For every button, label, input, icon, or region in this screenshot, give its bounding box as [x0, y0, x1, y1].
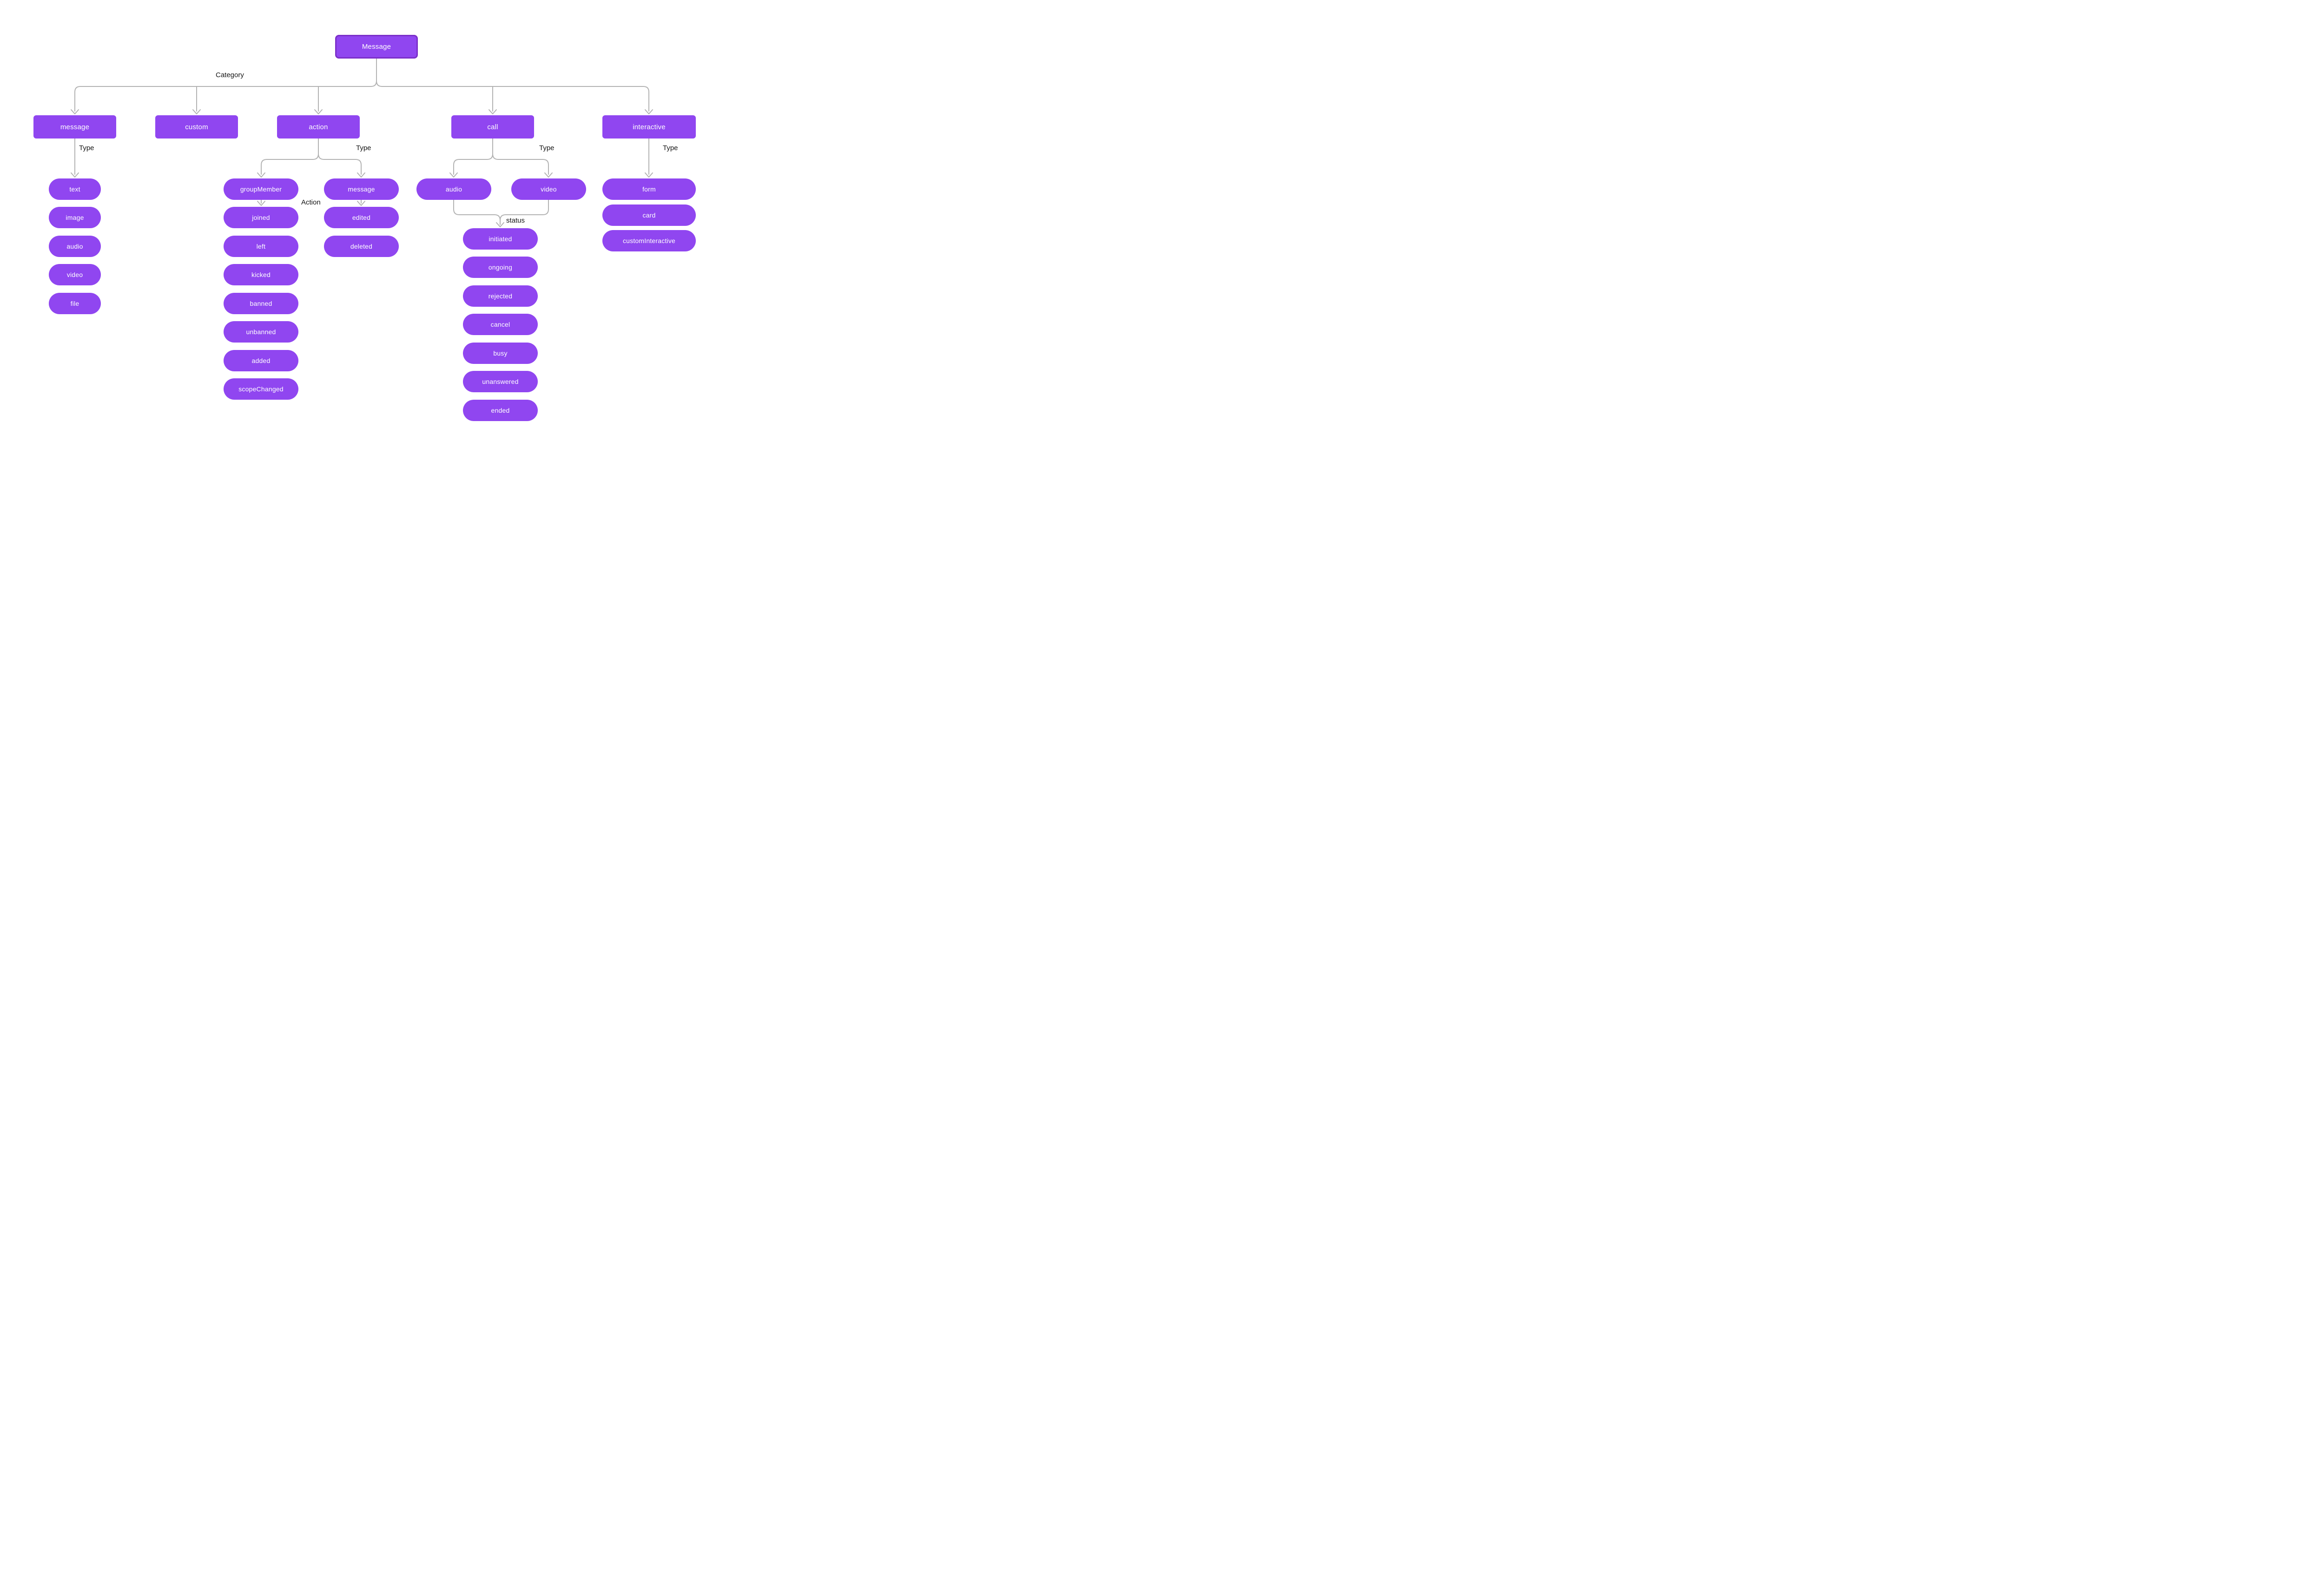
edge-label-type-action: Type [356, 144, 371, 152]
node-message-type-image: image [49, 207, 101, 228]
edge-label-category: Category [216, 71, 244, 79]
node-call-status-initiated: initiated [463, 228, 538, 250]
arrowhead [192, 109, 201, 114]
arrowhead [257, 201, 265, 206]
node-call-status-busy: busy [463, 343, 538, 364]
node-call-status-ended: ended [463, 400, 538, 421]
node-message-root: Message [335, 35, 418, 59]
arrowhead [357, 201, 365, 206]
edge-label-type-message: Type [79, 144, 94, 152]
node-message-type-video: video [49, 264, 101, 285]
arrowhead [71, 109, 79, 114]
node-call-status-unanswered: unanswered [463, 371, 538, 392]
node-call-status-rejected: rejected [463, 285, 538, 307]
node-call-type-video: video [511, 178, 586, 200]
edge-label-type-call: Type [539, 144, 555, 152]
edge-label-action: Action [301, 198, 321, 206]
edge-root-to-left [74, 58, 377, 112]
arrowhead [314, 109, 323, 114]
node-group-action-unbanned: unbanned [224, 321, 298, 343]
arrowhead [449, 172, 458, 178]
edge-audio-to-status [453, 199, 501, 225]
node-group-action-added: added [224, 350, 298, 371]
arrowhead [489, 109, 497, 114]
node-call-status-cancel: cancel [463, 314, 538, 335]
node-group-action-kicked: kicked [224, 264, 298, 285]
edge-action-to-message [318, 138, 362, 175]
node-call-type-audio: audio [416, 178, 491, 200]
node-category-interactive: interactive [602, 115, 696, 139]
node-category-message: message [33, 115, 116, 139]
node-interactive-type-custominteractive: customInteractive [602, 230, 696, 251]
node-interactive-type-card: card [602, 204, 696, 226]
node-group-action-banned: banned [224, 293, 298, 314]
arrowhead [544, 172, 553, 178]
node-message-type-text: text [49, 178, 101, 200]
node-category-custom: custom [155, 115, 238, 139]
node-category-action: action [277, 115, 360, 139]
arrowhead [71, 172, 79, 178]
arrowhead [645, 109, 653, 114]
node-message-action-edited: edited [324, 207, 399, 228]
edge-root-to-right [376, 58, 649, 112]
node-interactive-type-form: form [602, 178, 696, 200]
arrowhead [645, 172, 653, 178]
arrowhead [496, 222, 504, 227]
node-category-call: call [451, 115, 534, 139]
edge-call-to-audio [453, 138, 493, 175]
edge-label-type-interactive: Type [663, 144, 678, 152]
node-message-action-deleted: deleted [324, 236, 399, 257]
diagram-canvas: Category Type Type Type Type Action stat… [0, 0, 729, 453]
node-group-action-left: left [224, 236, 298, 257]
edge-action-to-groupmember [261, 138, 319, 175]
node-group-action-scopechanged: scopeChanged [224, 378, 298, 400]
edge-label-status: status [506, 217, 525, 224]
node-action-type-groupmember: groupMember [224, 178, 298, 200]
node-call-status-ongoing: ongoing [463, 257, 538, 278]
node-message-type-file: file [49, 293, 101, 314]
node-message-type-audio: audio [49, 236, 101, 257]
arrowhead [257, 172, 265, 178]
node-action-type-message: message [324, 178, 399, 200]
arrowhead [357, 172, 365, 178]
node-group-action-joined: joined [224, 207, 298, 228]
